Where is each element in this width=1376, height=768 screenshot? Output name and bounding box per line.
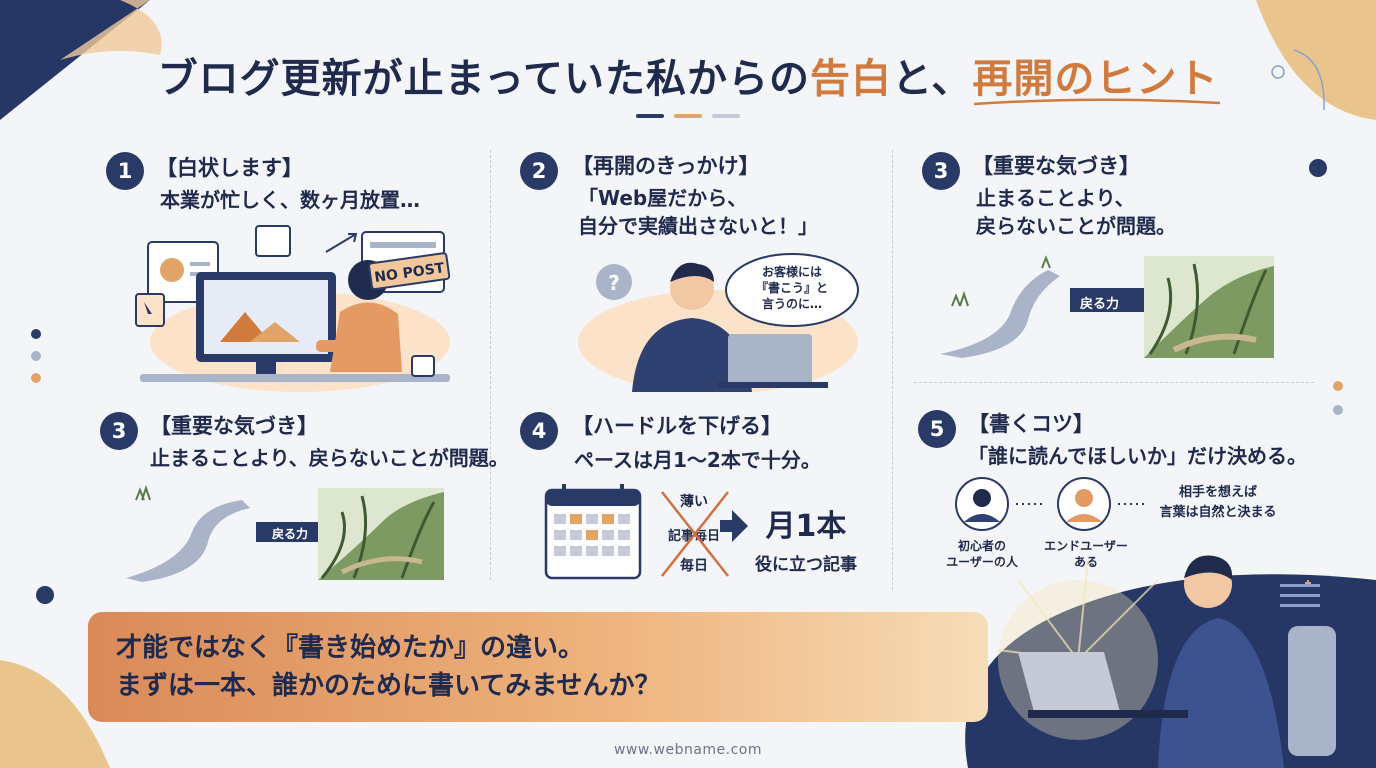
section-heading: 【重要な気づき】 (150, 414, 318, 438)
section-number-badge: 3 (922, 152, 960, 190)
dot-decoration (1309, 159, 1327, 177)
persona-label: 初心者の (958, 538, 1006, 553)
calendar-comparison-illustration: 薄い 記事毎日 毎日 月1本 役に立つ記事 (544, 484, 857, 580)
title-divider (636, 114, 742, 120)
dot-decoration-left (36, 586, 54, 604)
section-text: 止まることより、 戻らないことが問題。 (976, 186, 1176, 239)
section-heading: 【ハードルを下げる】 (572, 414, 782, 438)
section-number-badge: 2 (520, 152, 558, 190)
persona-illustration: 初心者の ユーザーの人 エンドユーザー ある 相手を想えば 言葉は自然と決まる (946, 477, 1277, 569)
corner-decoration-top-right (1256, 0, 1376, 120)
useful-article-label: 役に立つ記事 (755, 554, 857, 575)
persona-label: ユーザーの人 (946, 554, 1019, 569)
speech-bubble-line: お客様には (762, 264, 822, 279)
banner-line: 才能ではなく『書き始めたか』の違い。 (116, 633, 585, 663)
speech-bubble-line: 『書こう』と (756, 280, 828, 295)
question-mark-icon: ? (608, 271, 620, 295)
speech-bubble-line: 言うのに… (762, 296, 822, 311)
banner-line: まずは一本、誰かのために書いてみませんか？ (116, 670, 661, 701)
closing-banner: 才能ではなく『書き始めたか』の違い。 まずは一本、誰かのために書いてみませんか？ (88, 612, 988, 722)
section-heading: 【書くコツ】 (968, 412, 1094, 436)
section-text: 本業が忙しく、数ヶ月放置… (160, 188, 420, 212)
persona-note: 相手を想えば (1179, 484, 1257, 500)
return-power-label: 戻る力 (1079, 296, 1119, 312)
section-number-badge: 4 (520, 412, 558, 450)
title-underline (973, 98, 1221, 106)
side-dots-right (1333, 381, 1343, 415)
crossed-out-label: 薄い (680, 493, 708, 510)
section-text: 止まることより、戻らないことが問題。 (150, 446, 509, 470)
crossed-out-label: 毎日 (680, 557, 708, 574)
section-text: ペースは月1〜2本で十分。 (574, 448, 821, 472)
corner-decoration-bottom-left (0, 660, 110, 768)
section-text: 「誰に読んでほしいか」だけ決める。 (968, 444, 1307, 468)
row-divider (914, 382, 1314, 383)
persona-label: ある (1074, 555, 1098, 569)
corner-decoration-top-left (0, 0, 162, 120)
footer-url: www.webname.com (613, 742, 763, 758)
section-heading: 【再開のきっかけ】 (572, 154, 760, 178)
path-and-bushes-illustration: 戻る力 (940, 255, 1274, 358)
section-heading: 【白状します】 (156, 156, 303, 180)
section-number-badge: 5 (918, 410, 956, 448)
column-divider (892, 150, 893, 590)
column-divider (490, 150, 491, 580)
persona-label: エンドユーザー (1044, 539, 1128, 553)
section-number-badge: 3 (100, 412, 138, 450)
writing-man-illustration (965, 555, 1376, 768)
return-power-label: 戻る力 (272, 526, 308, 541)
side-dots-left (31, 329, 41, 383)
section-number-badge: 1 (106, 152, 144, 190)
page-title: ブログ更新が止まっていた私からの告白と、再開のヒント (157, 56, 1219, 102)
path-and-bushes-illustration: 戻る力 (126, 484, 444, 582)
section-heading: 【重要な気づき】 (972, 154, 1140, 178)
persona-note: 言葉は自然と決まる (1159, 504, 1276, 520)
man-thinking-illustration: ? お客様には 『書こう』と 言うのに… (578, 253, 859, 392)
woman-at-computer-illustration: NO POST (135, 225, 451, 392)
section-text: 「Web屋だから、 自分で実績出さないと！」 (578, 186, 818, 239)
monthly-one-post-label: 月1本 (766, 509, 847, 544)
